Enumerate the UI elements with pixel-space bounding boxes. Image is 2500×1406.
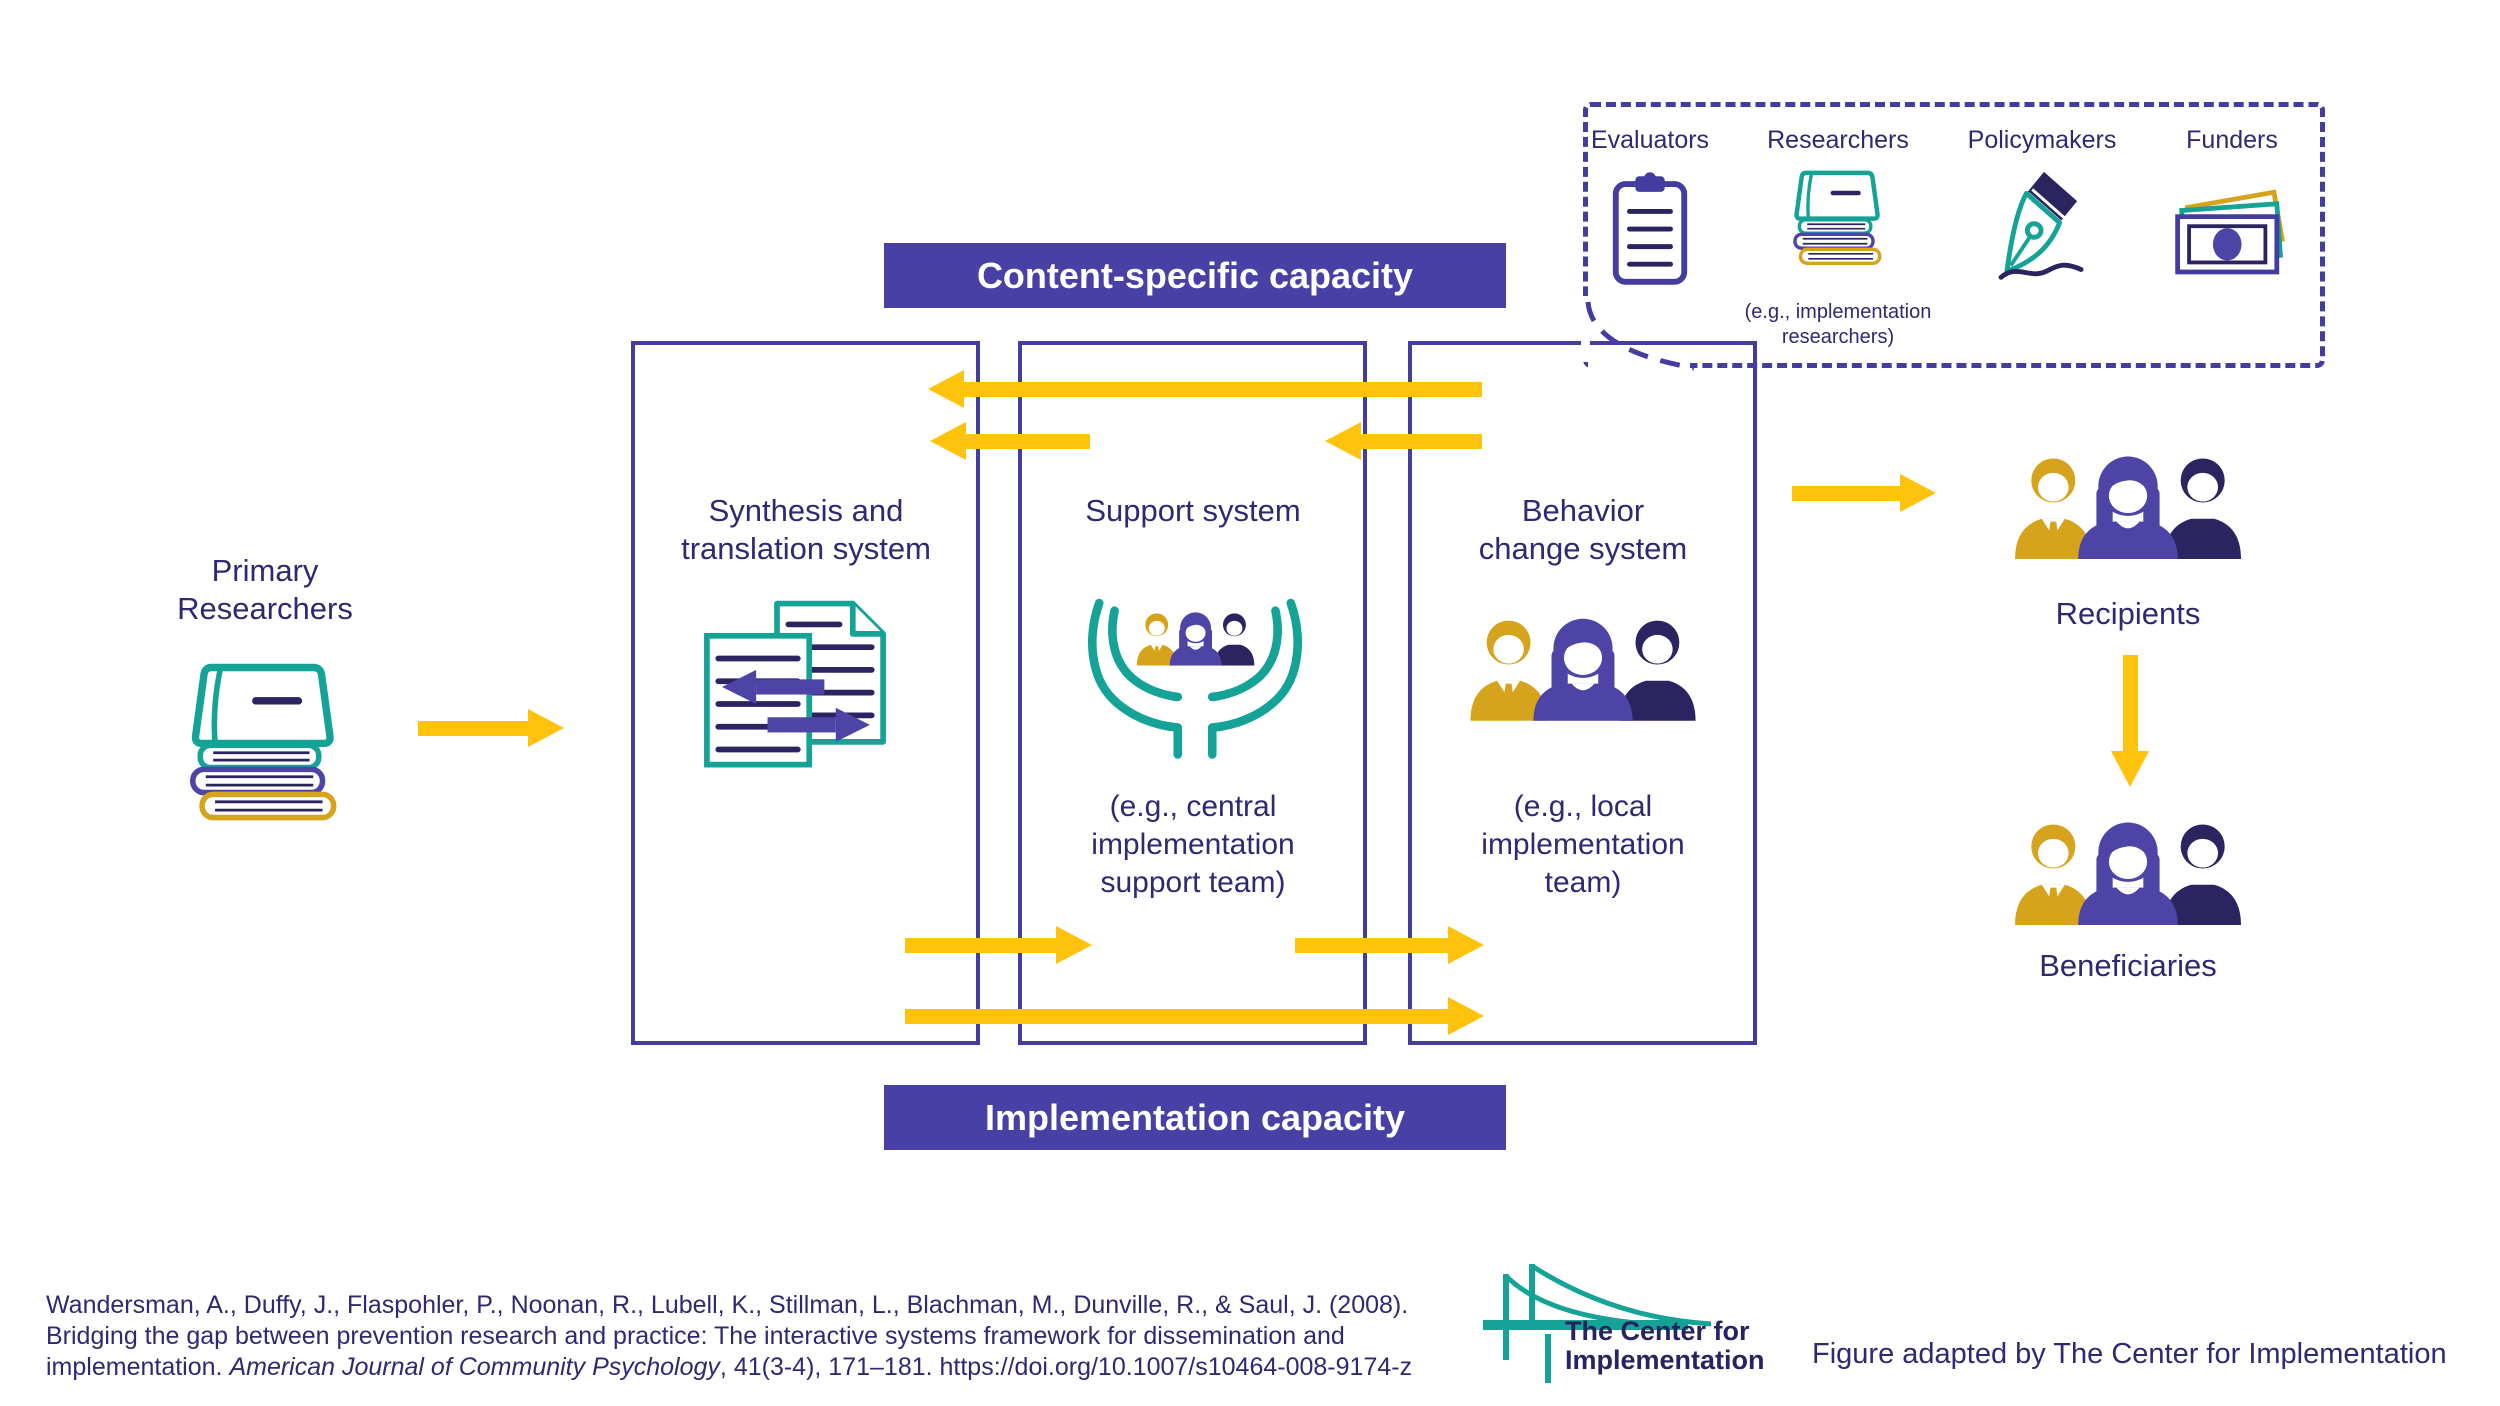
stakeholders-callout xyxy=(1583,102,2325,368)
arrow-recipients-to-beneficiaries xyxy=(2123,655,2138,751)
hands-holding-people-icon xyxy=(1088,598,1302,759)
figure-credit: Figure adapted by The Center for Impleme… xyxy=(1812,1338,2447,1370)
fountain-pen-icon xyxy=(1998,171,2084,280)
callout-label-researchers: Researchers xyxy=(1767,126,1909,154)
support-caption: (e.g., central implementation support te… xyxy=(1091,790,1295,899)
behavior-caption: (e.g., local implementation team) xyxy=(1481,790,1685,899)
logo-text-line2: Implementation xyxy=(1565,1345,1765,1375)
arrow-primary-to-synthesis xyxy=(418,721,528,736)
synthesis-translation-box xyxy=(631,341,980,1045)
callout-tail-mask-left xyxy=(1581,296,1590,362)
arrow-head-right-icon xyxy=(1056,926,1092,964)
implementation-capacity-banner: Implementation capacity xyxy=(884,1085,1506,1150)
citation-line-1: Wandersman, A., Duffy, J., Flaspohler, P… xyxy=(46,1291,1409,1319)
arrow-synthesis-to-support xyxy=(905,938,1056,953)
support-title: Support system xyxy=(1085,493,1301,528)
arrow-head-right-icon xyxy=(528,709,564,747)
synthesis-title: Synthesis and translation system xyxy=(681,493,931,566)
people-group-icon xyxy=(1459,608,1707,721)
callout-label-policymakers: Policymakers xyxy=(1967,126,2117,154)
bridge-icon xyxy=(1483,1263,1712,1383)
callout-label-funders: Funders xyxy=(2186,126,2278,154)
arrow-synthesis-to-behavior xyxy=(905,1009,1448,1024)
beneficiaries-label: Beneficiaries xyxy=(2039,948,2217,983)
people-group-icon xyxy=(2003,812,2253,925)
callout-tail xyxy=(1585,301,1695,371)
books-stack-icon xyxy=(1786,166,1892,278)
arrow-behavior-to-recipients xyxy=(1792,486,1900,501)
documents-exchange-icon xyxy=(704,600,886,768)
behavior-title: Behavior change system xyxy=(1478,493,1688,566)
callout-label-evaluators: Evaluators xyxy=(1590,126,1710,154)
logo-text-line1: The Center for xyxy=(1565,1316,1750,1346)
books-stack-icon xyxy=(178,656,354,842)
recipients-label: Recipients xyxy=(2055,596,2201,631)
support-system-box xyxy=(1018,341,1367,1045)
arrow-behavior-to-synthesis xyxy=(964,382,1482,397)
clipboard-icon xyxy=(1612,172,1688,285)
arrow-head-down-icon xyxy=(2111,751,2149,787)
citation: Wandersman, A., Duffy, J., Flaspohler, P… xyxy=(46,1290,1476,1383)
citation-line-3: implementation. American Journal of Comm… xyxy=(46,1353,1413,1381)
citation-line-2: Bridging the gap between prevention rese… xyxy=(46,1322,1345,1350)
journal-name: American Journal of Community Psychology xyxy=(229,1353,720,1381)
arrow-support-to-synthesis xyxy=(966,434,1090,449)
callout-tail-mask-bottom xyxy=(1588,359,1690,370)
primary-researchers-label: Primary Researchers xyxy=(177,553,353,626)
arrow-head-right-icon xyxy=(1448,997,1484,1035)
arrow-head-right-icon xyxy=(1900,474,1936,512)
callout-caption-researchers: (e.g., implementation researchers) xyxy=(1744,301,1932,348)
arrow-head-right-icon xyxy=(1448,926,1484,964)
people-group-icon xyxy=(2003,446,2253,559)
banknote-icon xyxy=(2175,189,2285,275)
arrow-support-to-behavior xyxy=(1295,938,1448,953)
arrow-head-left-icon xyxy=(1325,422,1361,460)
arrow-head-left-icon xyxy=(930,422,966,460)
arrow-head-left-icon xyxy=(928,370,964,408)
content-specific-capacity-banner: Content-specific capacity xyxy=(884,243,1506,308)
arrow-behavior-to-support xyxy=(1361,434,1482,449)
